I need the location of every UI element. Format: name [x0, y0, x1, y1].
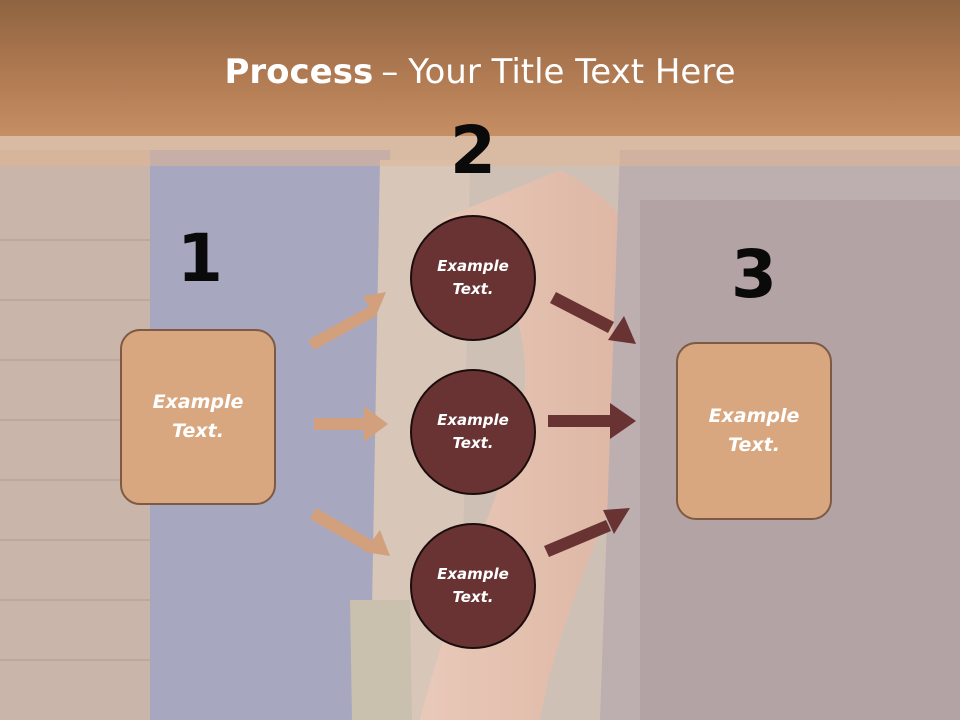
step-number-2: 2 [450, 112, 496, 189]
arrow-bottom-to-right [544, 508, 630, 557]
right-box: Example Text. [676, 342, 832, 520]
step-number-1: 1 [177, 220, 223, 297]
left-box: Example Text. [120, 329, 276, 505]
left-box-text: Example Text. [152, 391, 244, 442]
title-separator: – [381, 52, 399, 92]
arrow-to-top-circle [308, 292, 386, 350]
right-box-text: Example Text. [708, 405, 800, 456]
title-rest: Your Title Text Here [408, 52, 736, 92]
step-number-3: 3 [731, 236, 777, 313]
arrow-middle-to-right [548, 403, 636, 439]
arrow-top-to-right [550, 292, 636, 344]
circle-bottom-text: Example Text. [437, 565, 509, 606]
circle-top: Example Text. [410, 215, 536, 341]
circle-middle: Example Text. [410, 369, 536, 495]
circle-middle-text: Example Text. [437, 411, 509, 452]
arrow-to-bottom-circle [310, 508, 390, 556]
circle-bottom: Example Text. [410, 523, 536, 649]
title-bar [0, 0, 960, 136]
circle-top-text: Example Text. [437, 257, 509, 298]
slide-title: Process–Your Title Text Here [0, 52, 960, 92]
title-band [0, 136, 960, 166]
arrow-to-middle-circle [314, 406, 388, 442]
title-bold: Process [224, 52, 374, 92]
